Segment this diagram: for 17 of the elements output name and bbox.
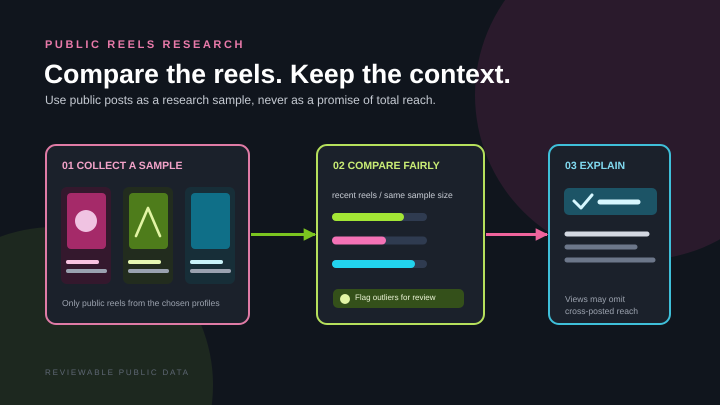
step-card [548,144,671,325]
arrow [251,228,316,241]
bar-caption: recent reels / same sample size [332,189,453,201]
step-note: Views may omit cross-posted reach [565,293,640,317]
step-card [45,144,250,325]
footer-text: REVIEWABLE PUBLIC DATA [45,368,190,377]
title: Compare the reels. Keep the context. [44,58,511,90]
arrow [486,228,548,241]
flag-text: Flag outliers for review [355,293,436,303]
step-heading: 03 EXPLAIN [565,160,626,173]
step-note: Only public reels from the chosen profiles [62,297,221,309]
step-heading: 01 COLLECT A SAMPLE [62,160,183,173]
step-heading: 02 COMPARE FAIRLY [333,160,440,173]
eyebrow-label: PUBLIC REELS RESEARCH [45,39,246,51]
step-card [316,144,485,325]
flag-callout [333,289,464,308]
subtitle: Use public posts as a research sample, never as a promise of total reach. [45,93,436,107]
